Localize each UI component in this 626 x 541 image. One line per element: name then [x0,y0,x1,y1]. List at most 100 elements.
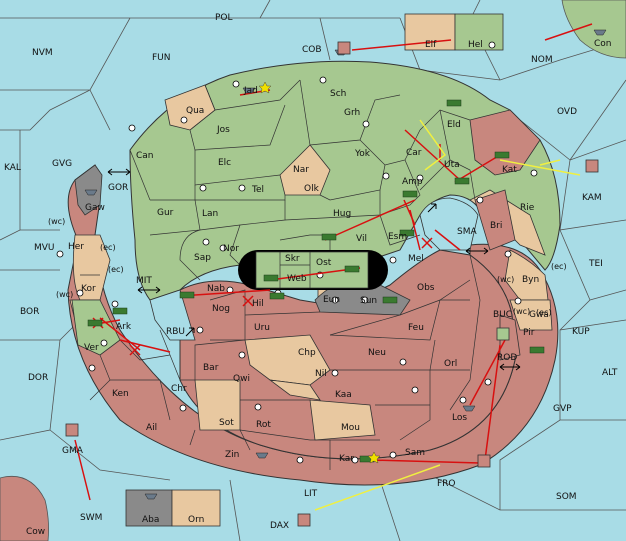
svg-text:Car: Car [406,148,422,158]
svg-text:Kat: Kat [502,165,517,175]
svg-text:Los: Los [452,413,467,423]
svg-text:Bar: Bar [203,363,219,373]
svg-text:Elc: Elc [218,158,231,168]
svg-text:Tel: Tel [251,185,264,195]
svg-text:Qua: Qua [186,106,204,116]
svg-text:Hug: Hug [333,209,351,219]
label-gma: GMA [62,446,84,456]
svg-text:Obs: Obs [417,283,435,293]
label-nom: NOM [531,55,553,65]
label-bor: BOR [20,307,39,317]
label-tei: TEI [588,259,603,269]
svg-text:(wc): (wc) [513,307,530,316]
svg-text:Gur: Gur [157,208,174,218]
svg-text:Web: Web [287,274,307,284]
svg-text:Vil: Vil [356,234,367,244]
svg-text:Uru: Uru [254,323,270,333]
label-rod: ROD [497,353,517,363]
passage-arrows [107,168,521,371]
label-cow: Cow [26,527,45,537]
svg-text:Elf: Elf [425,40,437,50]
svg-text:Ail: Ail [146,423,157,433]
label-swm: SWM [80,513,102,523]
svg-text:(wc): (wc) [497,275,514,284]
unit-boxes [65,41,599,527]
region-ver[interactable] [71,299,121,356]
label-buc: BUC [493,310,512,320]
dislodged-markers [92,237,433,356]
sea-rbu[interactable] [149,289,196,341]
region-kat[interactable] [469,109,541,176]
svg-text:Mou: Mou [341,423,360,433]
region-cow[interactable] [0,475,49,541]
label-fun: FUN [152,53,171,63]
svg-text:Zin: Zin [225,450,239,460]
svg-text:Nil: Nil [315,369,327,379]
region-orn[interactable] [171,489,221,527]
label-kup: KUP [572,327,590,337]
label-sma: SMA [457,227,477,237]
region-her[interactable] [72,234,111,301]
land-labels: Jad Sch Qua Jos Grh Can Eld Car Elc Nar … [68,40,549,525]
svg-text:Sun: Sun [360,296,377,306]
svg-text:Qwi: Qwi [233,374,250,384]
svg-text:Gaw: Gaw [85,203,105,213]
label-kam: KAM [582,193,602,203]
svg-text:Nar: Nar [293,165,309,175]
inner-borders-red [80,254,481,470]
label-cob: COB [302,45,322,55]
label-mit: MIT [136,276,152,286]
svg-text:Nab: Nab [207,284,225,294]
svg-text:Orn: Orn [188,515,204,525]
svg-text:Esm: Esm [388,232,407,242]
label-pol: POL [215,13,233,23]
svg-text:Grh: Grh [344,108,360,118]
svg-text:Pir: Pir [523,328,535,338]
label-som: SOM [556,492,577,502]
label-lit: LIT [304,489,318,499]
svg-text:Ark: Ark [116,322,132,332]
svg-text:Can: Can [136,151,154,161]
label-dax: DAX [270,521,289,531]
label-alt: ALT [602,368,618,378]
svg-text:Sam: Sam [405,448,425,458]
orders-support [314,119,581,511]
svg-text:Hil: Hil [252,299,264,309]
region-con[interactable] [561,0,626,59]
home-stars [258,81,381,464]
svg-text:Hel: Hel [468,40,483,50]
svg-text:Yok: Yok [354,149,371,159]
region-gwa[interactable] [509,299,553,331]
label-rbu: RBU [166,327,185,337]
region-nil[interactable] [268,379,321,401]
svg-text:Kar: Kar [339,454,354,464]
svg-text:Chp: Chp [298,348,316,358]
label-gvg: GVG [52,159,72,169]
svg-text:Sap: Sap [194,253,211,263]
svg-text:Byn: Byn [522,275,539,285]
orders-move [74,23,593,501]
svg-text:Aba: Aba [142,515,159,525]
svg-text:Eld: Eld [447,120,461,130]
region-nar-olk[interactable] [279,144,331,196]
svg-text:Bri: Bri [490,221,502,231]
svg-text:Olk: Olk [304,184,320,194]
svg-text:Sot: Sot [219,418,234,428]
svg-text:(ec): (ec) [536,308,552,317]
svg-text:Chr: Chr [171,384,187,394]
svg-text:Feu: Feu [408,323,424,333]
svg-text:Jad: Jad [243,86,258,96]
units-armies [87,99,545,463]
label-mvu: MVU [34,243,55,253]
svg-text:Ost: Ost [316,258,332,268]
svg-text:Ver: Ver [84,343,99,353]
label-fro: FRO [437,479,456,489]
svg-text:Uta: Uta [444,160,460,170]
region-mou[interactable] [309,399,376,441]
svg-text:Mel: Mel [408,254,424,264]
region-bri[interactable] [474,189,516,251]
svg-text:Kaa: Kaa [335,390,352,400]
sea-sma[interactable] [419,197,479,251]
svg-text:(ec): (ec) [100,243,116,252]
